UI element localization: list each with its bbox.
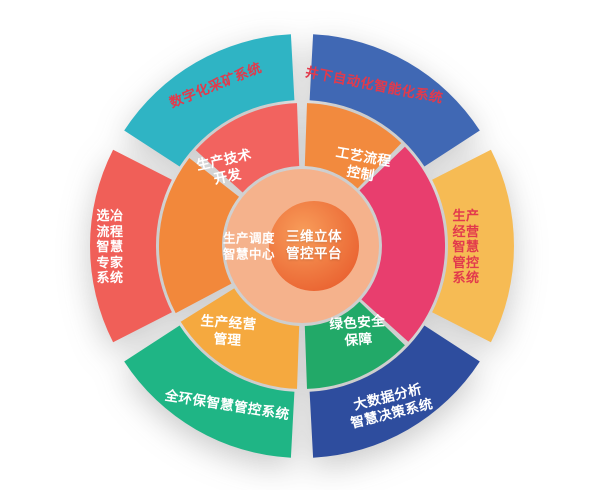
segment-operation-mgmt	[180, 288, 300, 389]
segment-green-safety	[304, 301, 405, 389]
center-platform-circle	[269, 201, 359, 291]
segment-smelting-expert	[90, 149, 172, 343]
segment-underground-automation	[309, 34, 480, 167]
segment-production-operation	[432, 149, 514, 343]
segment-dispatch-center	[158, 158, 239, 314]
segment-environmental-control	[124, 325, 295, 458]
segment-digital-mining	[124, 34, 295, 167]
segment-bigdata-decision	[309, 325, 480, 458]
segment-connector-band	[359, 146, 446, 342]
segment-process-control	[304, 103, 402, 189]
segment-tech-development	[195, 103, 300, 193]
